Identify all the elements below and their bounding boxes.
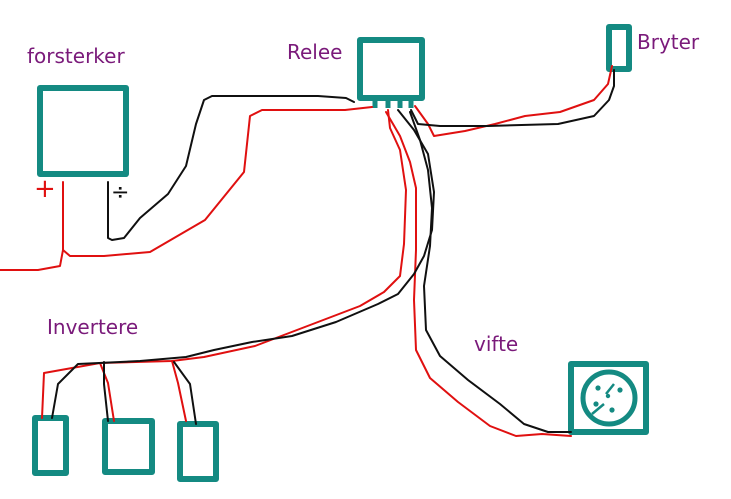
fan-icon — [580, 369, 638, 427]
relay-box — [357, 37, 425, 101]
positive-wires — [0, 65, 613, 437]
minus-terminal-symbol: ÷ — [111, 180, 130, 205]
plus-terminal-symbol: + — [34, 174, 56, 204]
inverter-box-2 — [102, 418, 155, 475]
inverter-box-1 — [32, 415, 69, 476]
inverter-box-3 — [177, 421, 219, 482]
fan-label: vifte — [474, 332, 519, 356]
relay-pins — [372, 96, 414, 108]
relay-label: Relee — [287, 40, 343, 64]
switch-label: Bryter — [637, 30, 700, 54]
fan-unit — [568, 361, 649, 435]
amplifier-label: forsterker — [27, 44, 125, 68]
negative-wires — [51, 69, 615, 433]
fan-box — [568, 361, 649, 435]
switch-box — [606, 24, 632, 72]
amplifier-box — [37, 85, 129, 177]
inverters-label: Invertere — [47, 315, 139, 339]
